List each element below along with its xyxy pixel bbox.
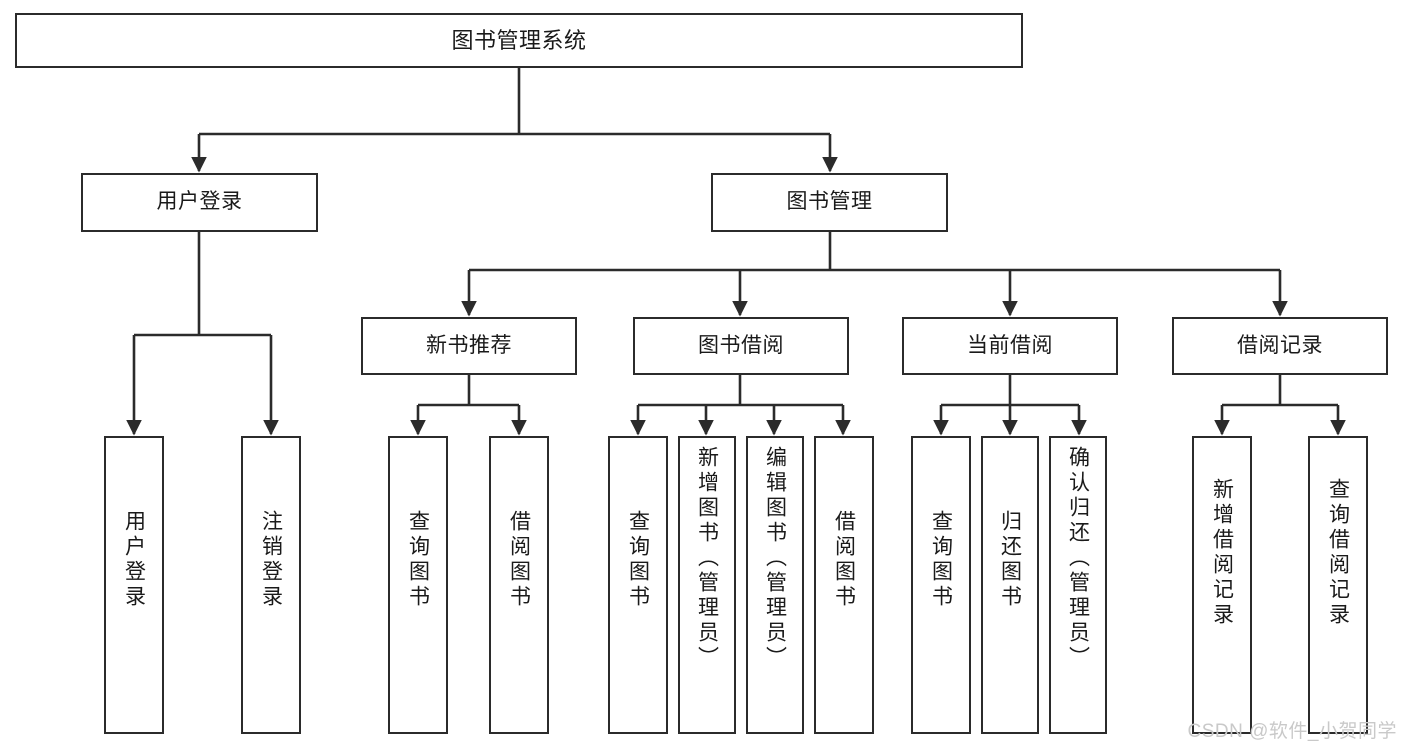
node-new-book-recommend[interactable]: 新书推荐 [361, 317, 577, 375]
node-root[interactable]: 图书管理系统 [15, 13, 1023, 68]
node-borrow-record[interactable]: 借阅记录 [1172, 317, 1388, 375]
node-book-management-label: 图书管理 [786, 190, 873, 214]
leaf-record-query-label: 查询借阅记录 [1326, 478, 1350, 628]
leaf-record-query[interactable]: 查询借阅记录 [1308, 436, 1368, 734]
leaf-borrow-query-label: 查询图书 [626, 510, 650, 610]
leaf-borrow-edit-book-label: 编辑图书（管理员） [763, 446, 787, 671]
leaf-record-add-label: 新增借阅记录 [1210, 478, 1234, 628]
leaf-borrow-add-book-label: 新增图书（管理员） [695, 446, 719, 671]
node-user-login-label: 用户登录 [156, 190, 243, 214]
leaf-borrow-query[interactable]: 查询图书 [608, 436, 668, 734]
leaf-new-book-borrow[interactable]: 借阅图书 [489, 436, 549, 734]
leaf-current-query-label: 查询图书 [929, 510, 953, 610]
leaf-new-book-query[interactable]: 查询图书 [388, 436, 448, 734]
leaf-user-login-signin-label: 用户登录 [122, 510, 146, 610]
leaf-current-return[interactable]: 归还图书 [981, 436, 1039, 734]
node-current-borrow-label: 当前借阅 [967, 333, 1053, 357]
leaf-borrow-add-book[interactable]: 新增图书（管理员） [678, 436, 736, 734]
leaf-borrow-borrow-book[interactable]: 借阅图书 [814, 436, 874, 734]
leaf-current-confirm-return-label: 确认归还（管理员） [1066, 446, 1090, 671]
node-borrow-record-label: 借阅记录 [1237, 333, 1323, 357]
node-book-management[interactable]: 图书管理 [711, 173, 948, 232]
leaf-user-login-signout[interactable]: 注销登录 [241, 436, 301, 734]
leaf-current-query[interactable]: 查询图书 [911, 436, 971, 734]
leaf-new-book-borrow-label: 借阅图书 [507, 510, 531, 610]
leaf-current-confirm-return[interactable]: 确认归还（管理员） [1049, 436, 1107, 734]
leaf-new-book-query-label: 查询图书 [406, 510, 430, 610]
node-new-book-recommend-label: 新书推荐 [426, 333, 512, 357]
leaf-user-login-signout-label: 注销登录 [259, 510, 283, 610]
node-root-label: 图书管理系统 [451, 27, 587, 53]
leaf-current-return-label: 归还图书 [998, 510, 1022, 610]
watermark-text: CSDN @软件_小贺同学 [1187, 721, 1397, 742]
node-book-borrow[interactable]: 图书借阅 [633, 317, 849, 375]
node-book-borrow-label: 图书借阅 [698, 333, 784, 357]
leaf-borrow-borrow-book-label: 借阅图书 [832, 510, 856, 610]
leaf-borrow-edit-book[interactable]: 编辑图书（管理员） [746, 436, 804, 734]
leaf-user-login-signin[interactable]: 用户登录 [104, 436, 164, 734]
node-current-borrow[interactable]: 当前借阅 [902, 317, 1118, 375]
leaf-record-add[interactable]: 新增借阅记录 [1192, 436, 1252, 734]
node-user-login[interactable]: 用户登录 [81, 173, 318, 232]
